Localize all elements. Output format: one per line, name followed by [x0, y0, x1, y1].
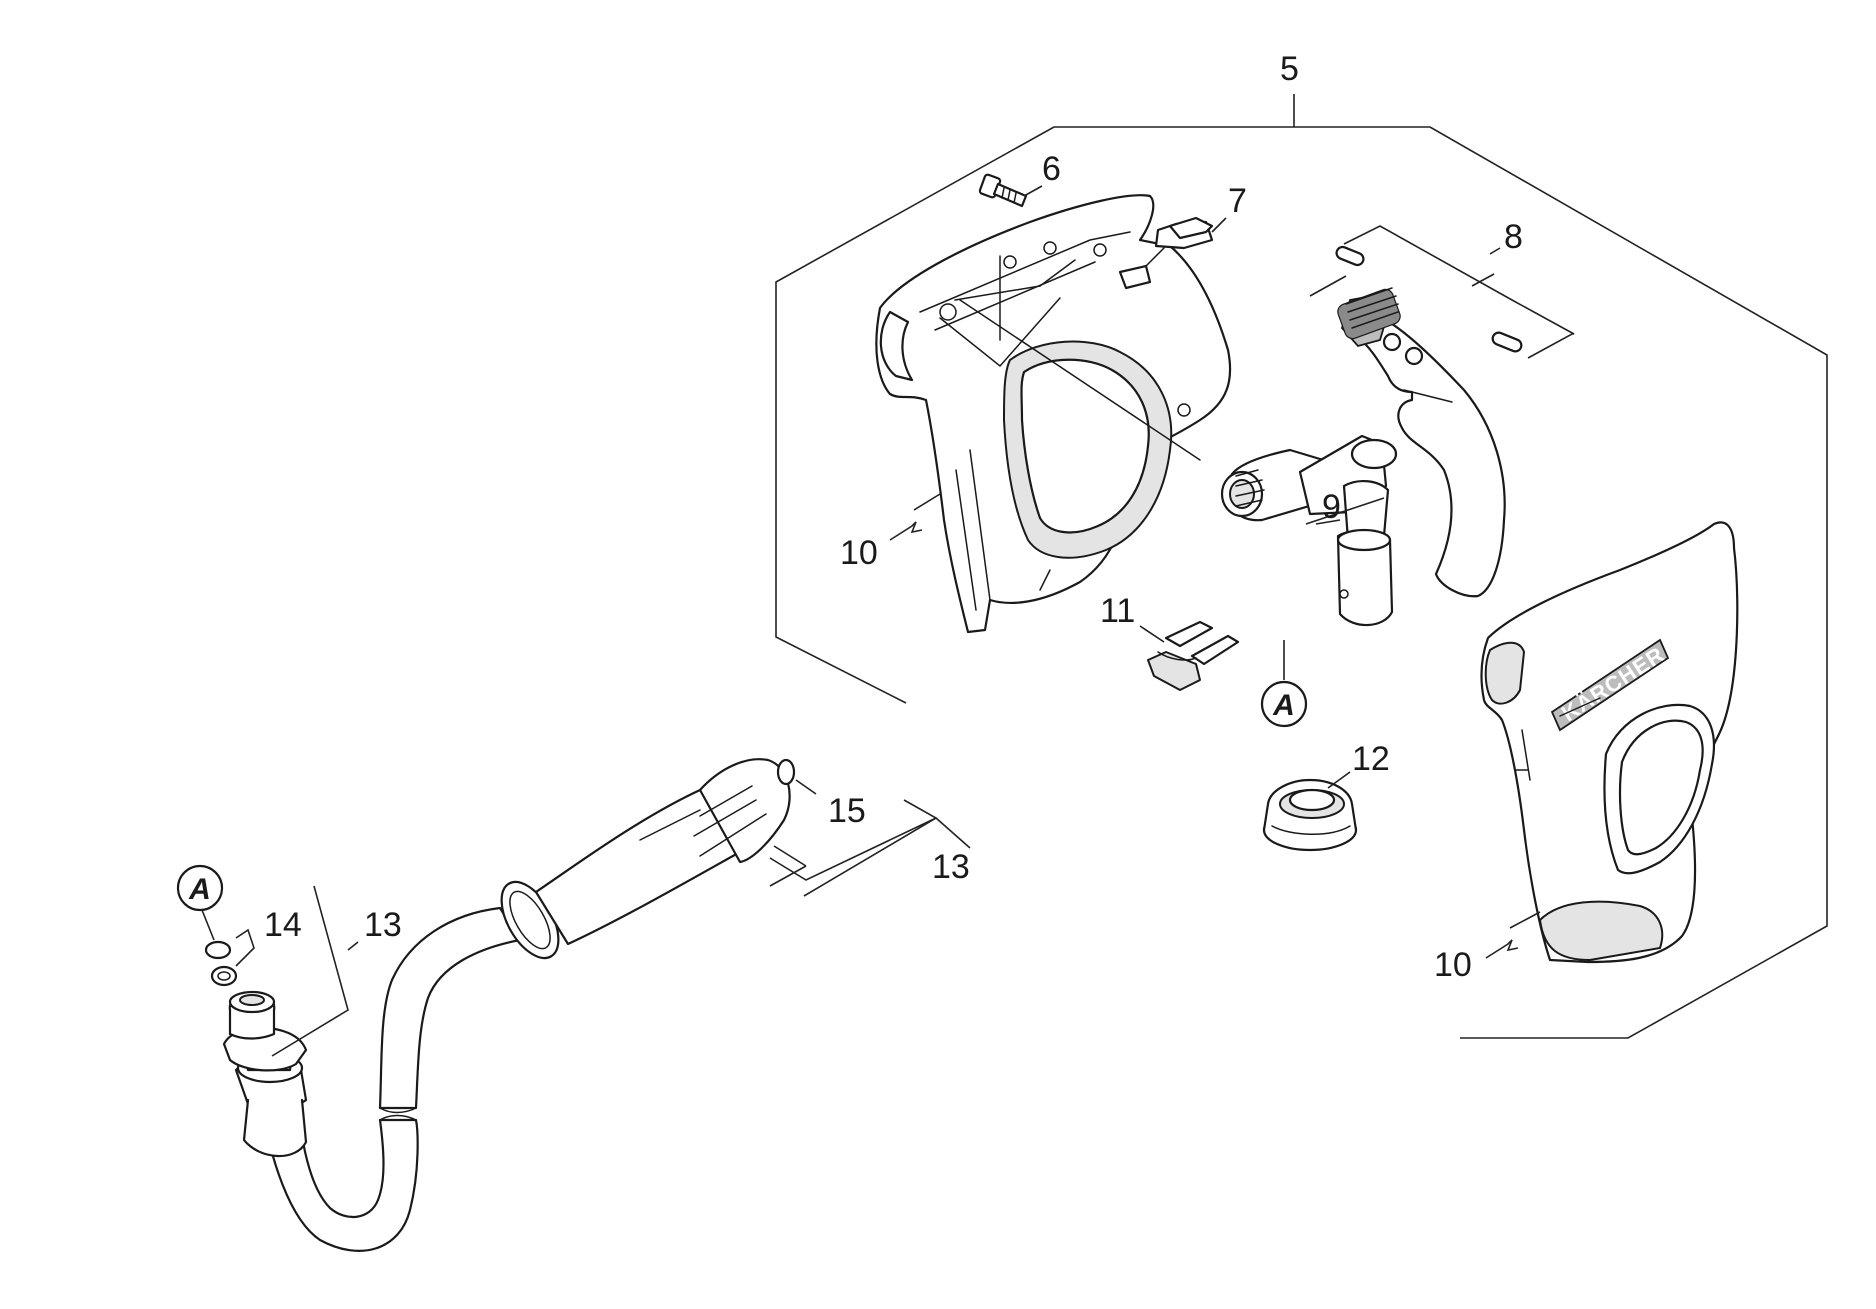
o-ring-part	[776, 758, 796, 786]
trigger-lock-part	[1118, 216, 1214, 290]
callout-7: 7	[1228, 182, 1247, 220]
callout-13-upper: 13	[932, 848, 970, 886]
left-handle-shell	[875, 194, 1232, 634]
callout-11: 11	[1100, 592, 1135, 630]
reference-marker-a-gun: A	[1260, 640, 1308, 728]
callout-9: 9	[1322, 488, 1341, 526]
callout-6: 6	[1042, 150, 1061, 188]
seal-rings-part	[204, 940, 238, 987]
reference-marker-a-hose: A	[176, 864, 224, 941]
callout-13-lower: 13	[364, 906, 402, 944]
screw-part	[978, 173, 1028, 208]
elbow-connector-part	[1220, 434, 1398, 627]
clip-part	[1147, 620, 1240, 691]
reference-label-a-gun: A	[1272, 689, 1295, 722]
callout-14: 14	[264, 906, 302, 944]
trigger-part	[1335, 245, 1523, 598]
callout-labels: 5 6 7 8 9 10 11 12 15 13 14 13 10	[264, 50, 1523, 984]
callout-10-right: 10	[1434, 946, 1472, 984]
ring-nut-part	[1262, 778, 1358, 852]
callout-8: 8	[1504, 218, 1523, 256]
assembly-boundary-5	[775, 94, 1828, 1039]
callout-10-left: 10	[840, 534, 878, 572]
callout-12: 12	[1352, 740, 1390, 778]
right-handle-shell: KÄRCHER	[1480, 521, 1739, 964]
callout-5: 5	[1280, 50, 1299, 88]
leader-lines	[235, 185, 1575, 1057]
spray-tube-part	[222, 758, 791, 1252]
callout-15: 15	[828, 792, 866, 830]
reference-label-a-hose: A	[188, 873, 211, 906]
